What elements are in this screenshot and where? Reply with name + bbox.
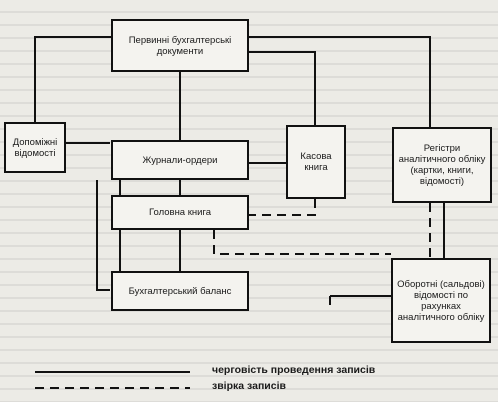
node-general-ledger: Головна книга xyxy=(111,195,249,230)
node-primary-docs: Первинні бухгалтерські документи xyxy=(111,19,249,72)
line-docs-to-registers xyxy=(248,36,431,127)
dashed-ledger-to-turnover xyxy=(213,230,391,255)
line-docs-to-cashbook xyxy=(248,51,316,125)
legend-solid-label: черговість проведення записів xyxy=(212,364,376,376)
node-turnover-sheets: Оборотні (сальдові) відомості по рахунка… xyxy=(391,258,491,343)
legend-dashed-label: звірка записів xyxy=(212,380,286,392)
node-auxiliary-sheets: Допоміжні відомості xyxy=(4,122,66,173)
node-journals-orders: Журнали-ордери xyxy=(111,140,249,180)
line-docs-to-auxiliary xyxy=(34,36,112,122)
node-analytic-registers: Регістри аналітичного обліку (картки, кн… xyxy=(392,127,492,203)
node-balance: Бухгалтерський баланс xyxy=(111,271,249,311)
node-cash-book: Касова книга xyxy=(286,125,346,199)
line-journals-to-balance-b xyxy=(96,180,110,291)
dashed-cashbook-to-ledger xyxy=(248,199,316,216)
